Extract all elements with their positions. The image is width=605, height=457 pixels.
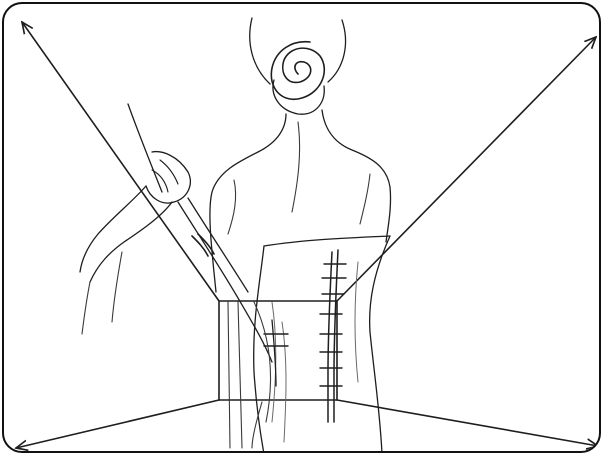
figure-arm [80, 104, 272, 362]
sketch-canvas [4, 4, 601, 453]
arrow-top-right [337, 37, 596, 301]
arrow-bottom-right [337, 400, 598, 446]
illustration-frame [2, 2, 601, 453]
figure-head [250, 18, 346, 114]
figure-torso [210, 110, 391, 453]
stitch-lines [264, 250, 346, 422]
room-interior-lines [228, 302, 270, 448]
back-wall-rectangle [219, 301, 337, 400]
arrow-bottom-left [16, 400, 219, 448]
